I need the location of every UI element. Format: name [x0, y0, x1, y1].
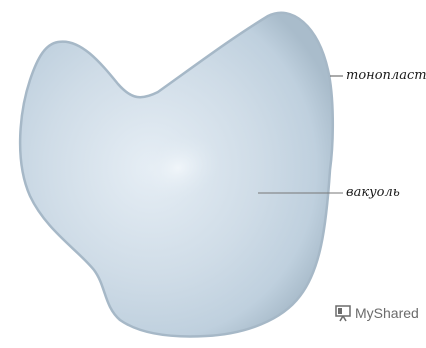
myshared-watermark: MyShared	[334, 304, 419, 322]
vacuole-label: вакуоль	[346, 186, 400, 199]
tonoplast-label: тонопласт	[346, 69, 426, 82]
watermark-text: MyShared	[355, 305, 419, 321]
presentation-board-icon	[334, 304, 352, 322]
